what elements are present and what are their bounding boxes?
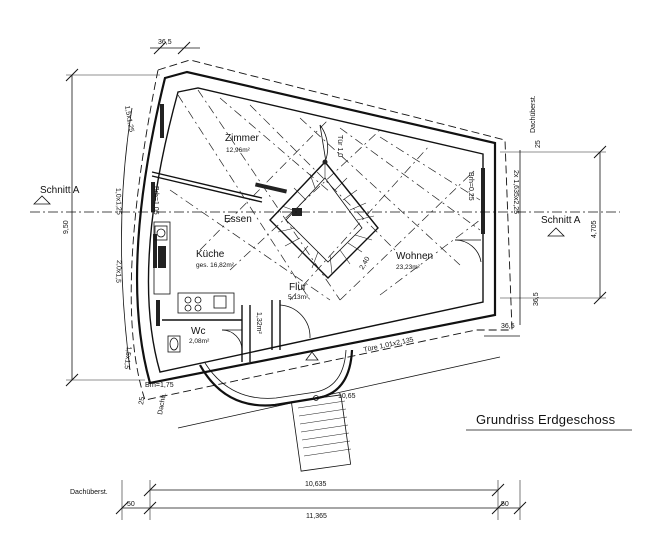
front-stairs-treads bbox=[297, 400, 352, 457]
front-terrace bbox=[199, 349, 354, 472]
section-a-line bbox=[30, 195, 620, 237]
room-wc-name: Wc bbox=[191, 326, 205, 337]
outer-walls bbox=[135, 70, 497, 385]
section-label-right: Schnitt A bbox=[541, 215, 581, 226]
room-wohnen-name: Wohnen bbox=[396, 251, 433, 262]
label-brh-right: Brh=0,25 bbox=[467, 172, 474, 201]
label-brh-kitchen: Brh=1,05 bbox=[152, 186, 159, 215]
doors bbox=[279, 124, 482, 339]
label-win-left-1: 1,0x1,25 bbox=[114, 188, 122, 215]
dim-right-50: 50 bbox=[501, 501, 509, 508]
label-dachueberst-bottom: Dachüberst. bbox=[70, 489, 108, 496]
room-kueche-area: ges. 16,82m² bbox=[196, 262, 235, 269]
dimension-lines bbox=[65, 41, 632, 520]
room-flur-name: Flur bbox=[289, 282, 307, 293]
room-labels: Zimmer 12,96m² Essen Küche ges. 16,82m² … bbox=[189, 133, 433, 345]
room-flur-area: 5,13m² bbox=[288, 294, 309, 301]
interior-walls bbox=[151, 104, 485, 362]
label-dachue-left: Dachü. bbox=[157, 392, 168, 415]
dimension-labels: 36,5 9,50 4,705 36,5 36,5 25 25 2,40 10,… bbox=[63, 39, 598, 520]
dim-right-36-5b: 36,5 bbox=[533, 292, 540, 306]
label-area-small: 1,32m² bbox=[255, 312, 262, 334]
label-brh-wall: Brh=1,75 bbox=[145, 382, 174, 389]
dim-width-10-65: 10,65 bbox=[338, 393, 356, 400]
label-dachueberst-top: Dachüberst. bbox=[530, 95, 537, 133]
dim-stair-2-40: 2,40 bbox=[359, 256, 372, 271]
room-essen-name: Essen bbox=[224, 214, 252, 225]
dim-right-25: 25 bbox=[535, 140, 542, 148]
dim-right-4-705: 4,705 bbox=[591, 220, 598, 238]
label-win-right: 2x 1,635x2,25 bbox=[512, 170, 519, 214]
dim-top-36-5: 36,5 bbox=[158, 39, 172, 46]
dim-right-36-5: 36,5 bbox=[501, 323, 515, 330]
dim-width-11-365: 11,365 bbox=[306, 513, 327, 520]
label-tuer-top: Tür 1,0 bbox=[336, 135, 343, 157]
room-zimmer-name: Zimmer bbox=[225, 133, 260, 144]
wc-fixtures bbox=[167, 329, 243, 353]
label-win-left-3: 1,5x1,5 bbox=[123, 346, 132, 370]
dim-width-10-635: 10,635 bbox=[305, 481, 327, 488]
title: Grundriss Erdgeschoss bbox=[476, 412, 616, 427]
dim-left-25: 25 bbox=[138, 396, 146, 405]
dim-left-50: 50 bbox=[127, 501, 135, 508]
room-wc-area: 2,08m² bbox=[189, 338, 210, 345]
label-win-left-2: 2,0x1,5 bbox=[114, 260, 122, 283]
room-kueche-name: Küche bbox=[196, 249, 225, 260]
label-win-top-left: 1,5x1,25 bbox=[123, 105, 135, 133]
kitchen-equipment bbox=[154, 225, 227, 312]
dim-left-9-50: 9,50 bbox=[63, 220, 70, 234]
room-wohnen-area: 23,23m² bbox=[396, 264, 421, 271]
section-label-left: Schnitt A bbox=[40, 185, 80, 196]
room-zimmer-area: 12,96m² bbox=[226, 147, 251, 154]
roof-overhang-outline bbox=[130, 59, 513, 401]
